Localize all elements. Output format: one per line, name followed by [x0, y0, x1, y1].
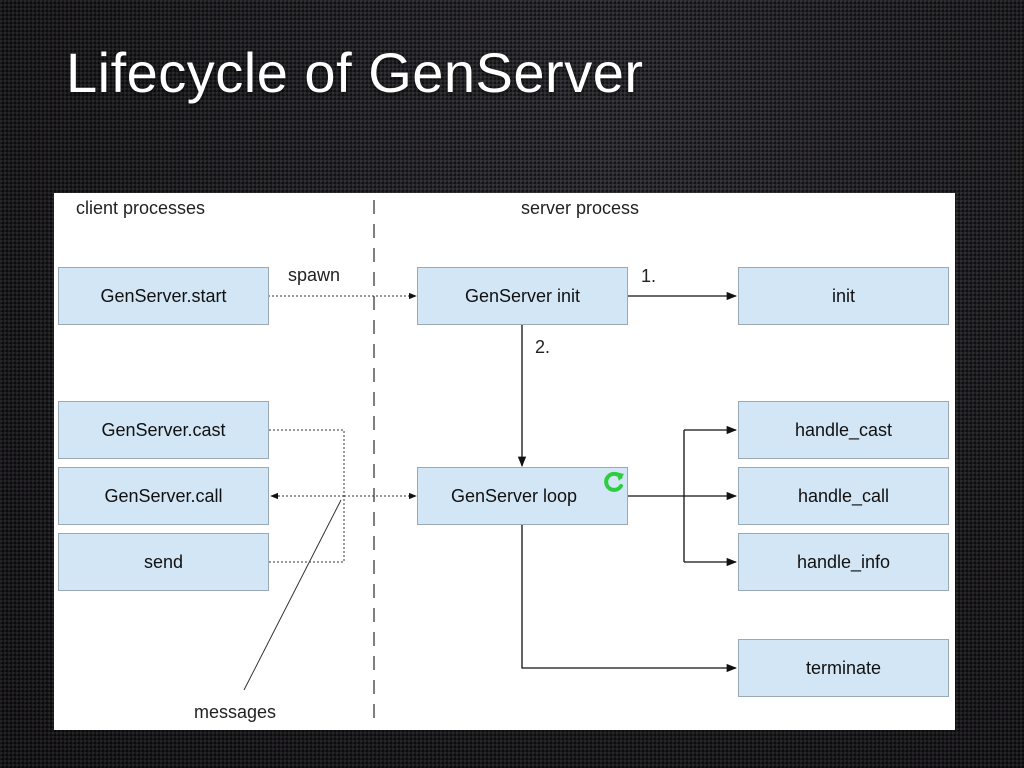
server-process-label: server process: [521, 198, 640, 218]
step-2-label: 2.: [535, 337, 551, 357]
genserver-cast-node: GenServer.cast: [58, 401, 269, 459]
genserver-start-node: GenServer.start: [58, 267, 269, 325]
cast-message-line: [269, 429, 345, 496]
handle-cast-node: handle_cast: [738, 401, 949, 459]
messages-label: messages: [194, 702, 277, 722]
init-callback-node: init: [738, 267, 949, 325]
refresh-icon: [604, 471, 624, 492]
send-node: send: [58, 533, 269, 591]
client-processes-label: client processes: [76, 198, 206, 218]
send-message-line: [269, 496, 345, 563]
handle-info-node: handle_info: [738, 533, 949, 591]
genserver-init-node: GenServer init: [417, 267, 628, 325]
genserver-loop-node: GenServer loop: [417, 467, 628, 525]
genserver-call-node: GenServer.call: [58, 467, 269, 525]
messages-pointer-line: [243, 499, 342, 691]
handle-call-node: handle_call: [738, 467, 949, 525]
step-1-label: 1.: [641, 266, 657, 286]
slide-title: Lifecycle of GenServer: [66, 41, 644, 104]
terminate-node: terminate: [738, 639, 949, 697]
terminate-arrow: [521, 525, 738, 673]
spawn-label: spawn: [288, 265, 341, 285]
